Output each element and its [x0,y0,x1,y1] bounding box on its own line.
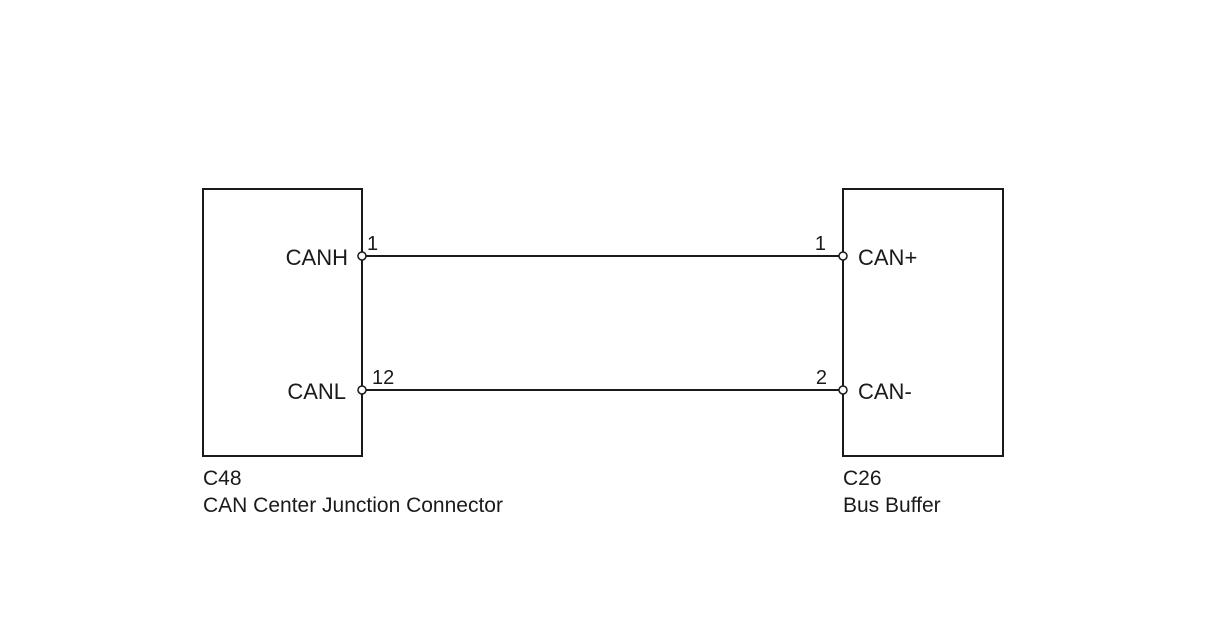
left-signal-label-canh: CANH [286,245,348,270]
right-component-name: Bus Buffer [843,494,941,517]
left-pin-number-canh: 1 [367,233,378,255]
right-component-code: C26 [843,467,882,490]
terminal-left-canl [357,385,367,395]
terminal-left-canh [357,251,367,261]
left-signal-label-canl: CANL [287,379,346,404]
left-pin-number-canl: 12 [372,367,394,389]
right-component-box [842,188,1004,457]
right-signal-label-can-plus: CAN+ [858,245,917,270]
left-component-code: C48 [203,467,242,490]
right-signal-label-can-minus: CAN- [858,379,912,404]
left-component-name: CAN Center Junction Connector [203,494,503,517]
left-component-box [202,188,363,457]
right-pin-number-can-minus: 2 [816,367,827,389]
terminal-right-can-plus [838,251,848,261]
terminal-right-can-minus [838,385,848,395]
right-pin-number-can-plus: 1 [815,233,826,255]
